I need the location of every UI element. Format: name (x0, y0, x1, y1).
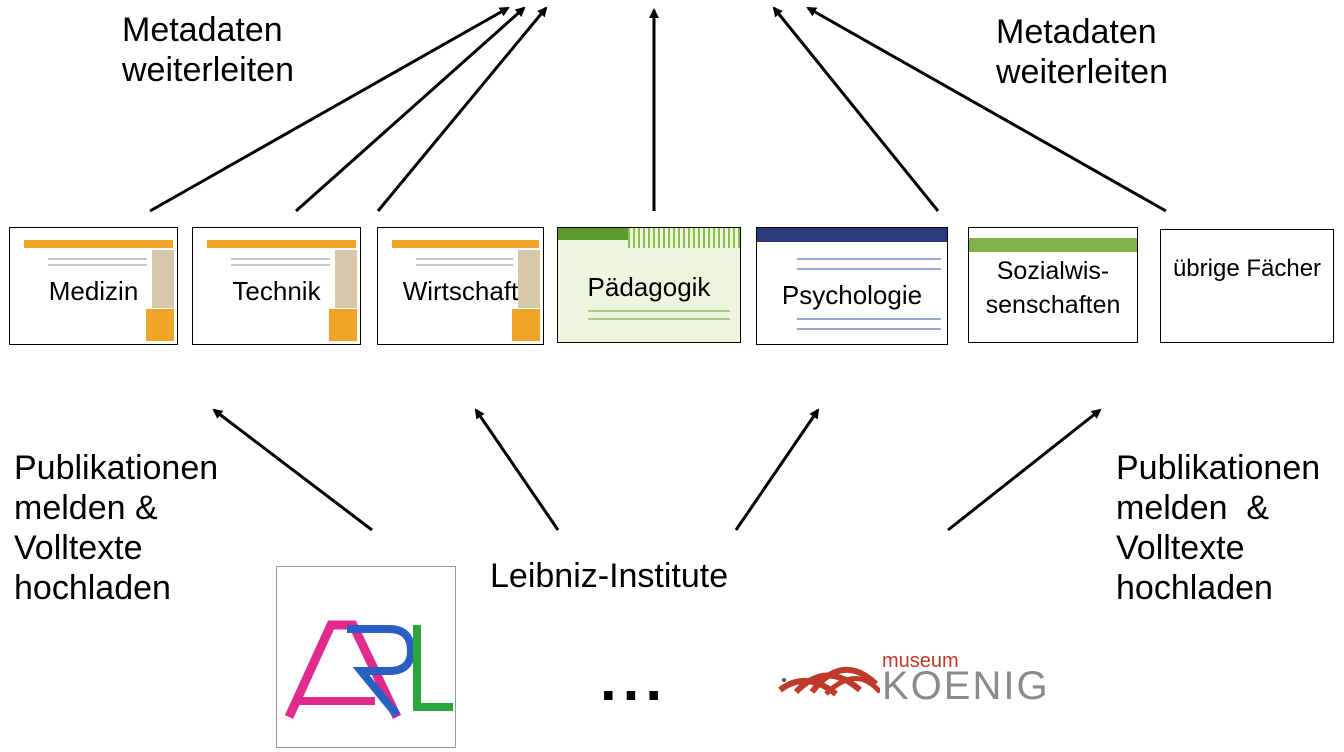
top-left-label-line2: weiterleiten (122, 51, 294, 89)
bottom-right-label-line3: Volltexte (1116, 529, 1245, 567)
repository-paedagogik[interactable]: Pädagogik (557, 227, 741, 343)
museum-koenig-line1: museum (882, 650, 959, 672)
repository-uebrige-faecher[interactable]: übrige Fächer (1160, 229, 1334, 343)
repository-sozialwissenschaften-label: Sozialwis-senschaften (985, 257, 1121, 319)
repository-uebrige-faecher-label: übrige Fächer (1172, 255, 1322, 282)
top-left-label: Metadaten weiterleiten (122, 10, 294, 90)
arrow-wirtschaft-up (376, 6, 548, 212)
ellipsis: ... (600, 646, 669, 713)
center-label: Leibniz-Institute (490, 557, 729, 595)
repository-paedagogik-label: Pädagogik (587, 272, 711, 302)
top-right-label-line1: Metadaten (996, 13, 1157, 51)
repository-technik[interactable]: Technik (192, 227, 361, 345)
bottom-right-label-line2: melden & (1116, 489, 1270, 527)
repository-medizin-label: Medizin (48, 276, 139, 306)
repository-psychologie-label: Psychologie (781, 280, 923, 310)
arrow-institute-4 (947, 408, 1102, 532)
top-right-label: Metadaten weiterleiten (996, 12, 1168, 92)
museum-koenig-emblem (778, 666, 882, 697)
bottom-left-label-line4: hochladen (14, 569, 171, 607)
arrow-psychologie-up (772, 6, 940, 212)
bottom-right-label-line4: hochladen (1116, 569, 1273, 607)
bottom-right-label: Publikationen melden & Volltexte hochlad… (1116, 448, 1320, 608)
arrow-technik-up (295, 6, 526, 213)
bottom-left-label-line2: melden & (14, 489, 158, 527)
repository-sozialwissenschaften[interactable]: Sozialwis-senschaften (968, 227, 1138, 343)
top-left-label-line1: Metadaten (122, 11, 283, 49)
bottom-left-label-line3: Volltexte (14, 529, 143, 567)
arrow-institute-1 (212, 408, 373, 532)
arrow-soziales-up (806, 6, 1167, 213)
arl-logo-graphic (284, 620, 453, 719)
arrow-institute-3 (734, 408, 820, 531)
repository-technik-label: Technik (232, 276, 321, 306)
repository-wirtschaft-label: Wirtschaft (402, 276, 519, 306)
bottom-left-label-line1: Publikationen (14, 449, 219, 487)
repository-psychologie[interactable]: Psychologie (756, 227, 948, 345)
top-right-label-line2: weiterleiten (996, 53, 1168, 91)
museum-koenig-line2: KOENIG (882, 664, 1050, 708)
repository-wirtschaft[interactable]: Wirtschaft (377, 227, 544, 345)
arrow-institute-2 (474, 408, 560, 531)
bottom-left-label: Publikationen melden & Volltexte hochlad… (14, 448, 218, 608)
museum-koenig-logo: museum KOENIG (776, 650, 1048, 715)
repository-medizin[interactable]: Medizin (9, 227, 178, 345)
arl-logo (276, 566, 456, 748)
arrow-medizin-up (149, 6, 510, 213)
bottom-right-label-line1: Publikationen (1116, 449, 1321, 487)
